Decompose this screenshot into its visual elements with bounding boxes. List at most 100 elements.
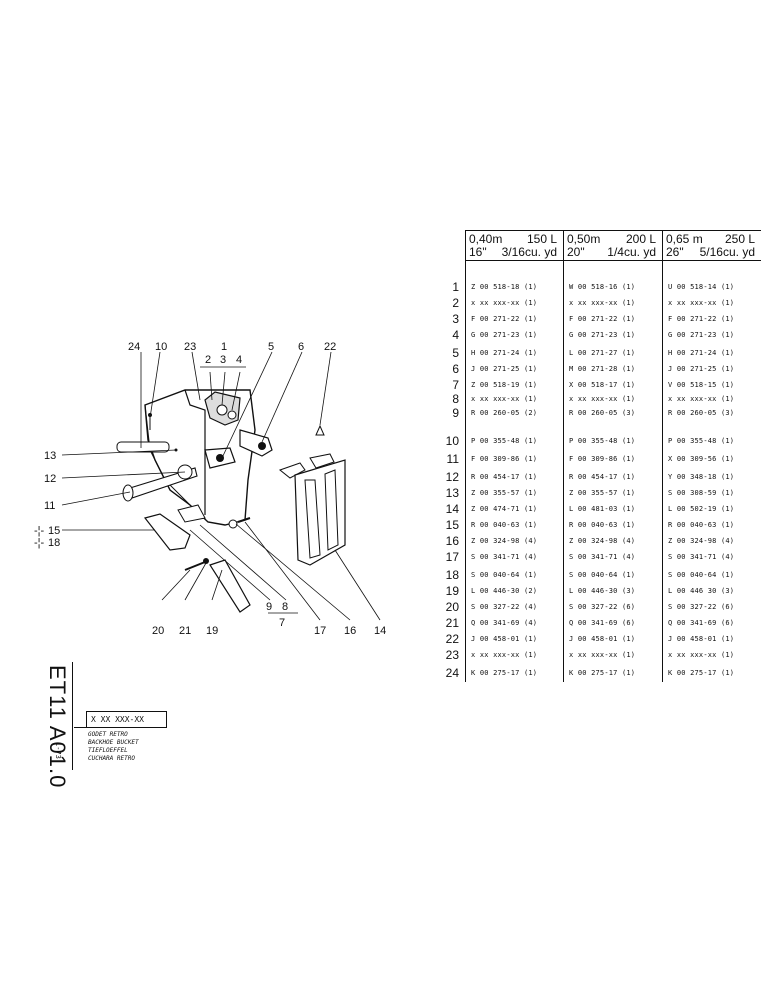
part-cell-a: R 00 454-17 (1) xyxy=(471,473,538,481)
desc-es: CUCHARA RETRO xyxy=(88,755,135,762)
part-cell-c: R 00 260-05 (3) xyxy=(668,409,735,417)
row-number: 16 xyxy=(445,534,459,548)
part-cell-b: G 00 271-23 (1) xyxy=(569,331,636,339)
part-cell-c: x xx xxx-xx (1) xyxy=(668,395,735,403)
part-cell-a: F 00 309-86 (1) xyxy=(471,455,538,463)
part-cell-c: V 00 518-15 (1) xyxy=(668,381,735,389)
label-13: 13 xyxy=(44,450,56,462)
part-cell-b: L 00 446-30 (3) xyxy=(569,587,636,595)
tooth-assembly xyxy=(294,459,346,566)
row-number: 11 xyxy=(446,452,459,466)
label-16: 16 xyxy=(344,625,356,637)
part-cell-c: x xx xxx-xx (1) xyxy=(668,299,735,307)
row-number: 6 xyxy=(452,362,459,376)
part-cell-c: F 00 271-22 (1) xyxy=(668,315,735,323)
part-cell-b: S 00 341-71 (4) xyxy=(569,553,636,561)
part-cell-c: S 00 341-71 (4) xyxy=(668,553,735,561)
part-cell-c: S 00 308-59 (1) xyxy=(668,489,735,497)
part-cell-a: S 00 341-71 (4) xyxy=(471,553,538,561)
part-cell-b: Q 00 341-69 (6) xyxy=(569,619,636,627)
link-bracket xyxy=(239,429,273,457)
row-number: 21 xyxy=(445,616,459,630)
part-cell-b: L 00 271-27 (1) xyxy=(569,349,636,357)
part-cell-b: S 00 327-22 (6) xyxy=(569,603,636,611)
col-divider-1 xyxy=(563,230,564,682)
bucket-diagram: 24 10 23 1 2 3 4 5 6 22 13 12 11 -¦- 15 … xyxy=(34,341,386,637)
part-cell-b: x xx xxx-xx (1) xyxy=(569,299,636,307)
part-cell-c: J 00 271-25 (1) xyxy=(668,365,735,373)
part-cell-c: P 00 355-48 (1) xyxy=(668,437,735,445)
row-number: 10 xyxy=(445,434,459,448)
part-cell-a: H 00 271-24 (1) xyxy=(471,349,538,357)
label-18: 18 xyxy=(48,537,60,549)
label-24: 24 xyxy=(128,341,140,353)
part-cell-c: G 00 271-23 (1) xyxy=(668,331,735,339)
label-21: 21 xyxy=(179,625,191,637)
part-cell-b: F 00 309-86 (1) xyxy=(569,455,636,463)
part-cell-c: H 00 271-24 (1) xyxy=(668,349,735,357)
row-number: 2 xyxy=(452,296,459,310)
part-cell-b: K 00 275-17 (1) xyxy=(569,669,636,677)
label-19: 19 xyxy=(206,625,218,637)
part-cell-a: Z 00 474-71 (1) xyxy=(471,505,538,513)
row-number: 4 xyxy=(452,328,459,342)
row-number: 1 xyxy=(452,280,459,294)
part-cell-b: P 00 355-48 (1) xyxy=(569,437,636,445)
label-8: 8 xyxy=(282,601,288,613)
part-cell-b: M 00 271-28 (1) xyxy=(569,365,636,373)
part-cell-a: P 00 355-48 (1) xyxy=(471,437,538,445)
part-cell-a: L 00 446-30 (2) xyxy=(471,587,538,595)
part-cell-a: Z 00 355-57 (1) xyxy=(471,489,538,497)
part-cell-a: Z 00 518-18 (1) xyxy=(471,283,538,291)
label-5: 5 xyxy=(268,341,274,353)
row-number: 14 xyxy=(445,502,459,516)
row-number: 17 xyxy=(445,550,459,564)
label-10: 10 xyxy=(155,341,167,353)
part-cell-a: K 00 275-17 (1) xyxy=(471,669,538,677)
part-cell-c: S 00 327-22 (6) xyxy=(668,603,735,611)
desc-fr: GODET RETRO xyxy=(88,731,128,738)
cutter-19 xyxy=(209,559,251,613)
label-20: 20 xyxy=(152,625,164,637)
part-cell-a: J 00 271-25 (1) xyxy=(471,365,538,373)
part-cell-a: S 00 327-22 (4) xyxy=(471,603,538,611)
label-23: 23 xyxy=(184,341,196,353)
part-cell-c: J 00 458-01 (1) xyxy=(668,635,735,643)
part-cell-b: Z 00 324-98 (4) xyxy=(569,537,636,545)
row-number: 12 xyxy=(445,470,459,484)
pin-24 xyxy=(116,441,170,453)
row-number: 23 xyxy=(445,648,459,662)
label-22: 22 xyxy=(324,341,336,353)
table-top-line xyxy=(465,230,761,231)
nipple-22 xyxy=(315,424,325,436)
part-number-box: X XX XXX-XX xyxy=(86,711,167,728)
label-2: 2 xyxy=(205,354,211,366)
drawing-code: ET11 A01.0 xyxy=(45,665,70,789)
marker-18: -¦- xyxy=(34,537,45,549)
part-cell-a: G 00 271-23 (1) xyxy=(471,331,538,339)
part-cell-b: x xx xxx-xx (1) xyxy=(569,651,636,659)
drawing-date: 1-73 xyxy=(54,742,62,759)
part-cell-c: Y 00 348-18 (1) xyxy=(668,473,735,481)
part-cell-b: Z 00 355-57 (1) xyxy=(569,489,636,497)
part-cell-a: x xx xxx-xx (1) xyxy=(471,395,538,403)
desc-de: TIEFLOEFFEL xyxy=(88,747,128,754)
part-cell-a: x xx xxx-xx (1) xyxy=(471,651,538,659)
part-cell-b: R 00 260-05 (3) xyxy=(569,409,636,417)
part-cell-b: R 00 454-17 (1) xyxy=(569,473,636,481)
part-cell-c: L 00 502-19 (1) xyxy=(668,505,735,513)
part-cell-a: Q 00 341-69 (4) xyxy=(471,619,538,627)
label-9: 9 xyxy=(266,601,272,613)
part-cell-c: L 00 446 30 (3) xyxy=(668,587,735,595)
row-number: 24 xyxy=(445,666,459,680)
part-cell-a: Z 00 518-19 (1) xyxy=(471,381,538,389)
marker-15: -¦- xyxy=(34,525,45,537)
label-7: 7 xyxy=(279,617,285,629)
part-cell-c: K 00 275-17 (1) xyxy=(668,669,735,677)
part-cell-c: R 00 040-63 (1) xyxy=(668,521,735,529)
row-number: 22 xyxy=(445,632,459,646)
part-cell-b: J 00 458-01 (1) xyxy=(569,635,636,643)
